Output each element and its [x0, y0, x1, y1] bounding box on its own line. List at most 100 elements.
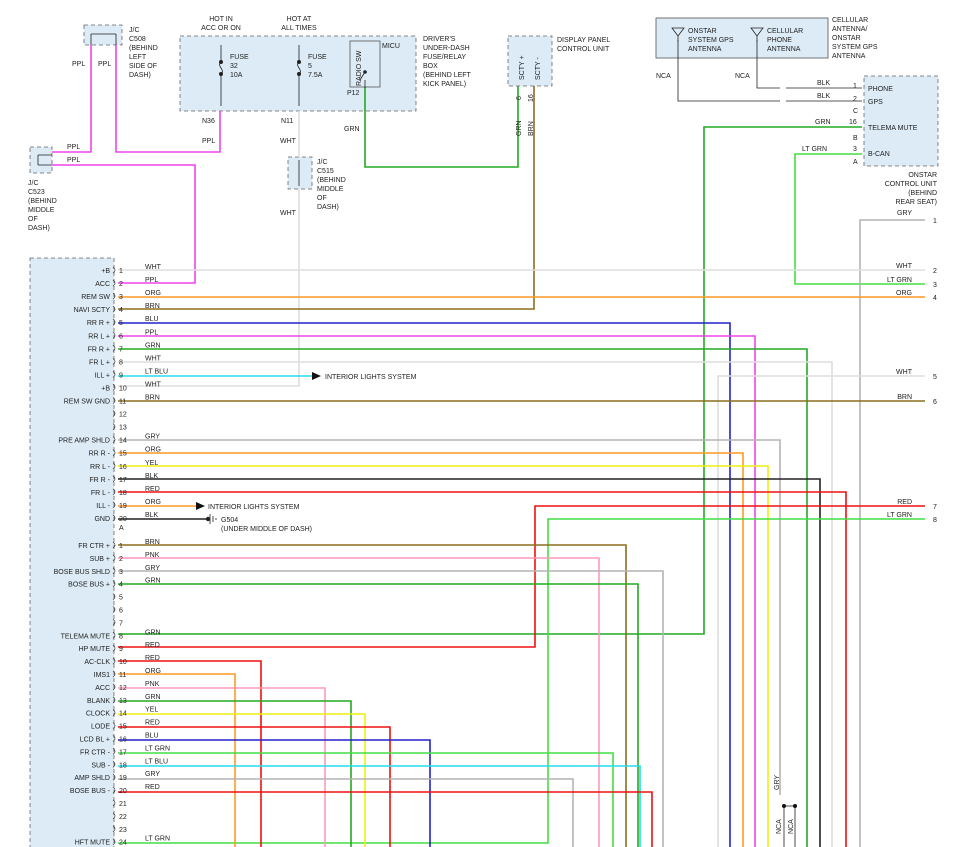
p12-label: P12 [347, 90, 360, 97]
radio-pin-name: BOSE BUS - [70, 788, 111, 795]
radio-pin-number: 20 [119, 516, 127, 523]
radio-pin-number: 5 [119, 595, 123, 602]
pin-socket-mark [112, 305, 116, 313]
radio-pin-number: 15 [119, 451, 127, 458]
micu-label: MICU [382, 43, 400, 50]
radio-pin-number: 17 [119, 749, 127, 756]
radio-pin-name: SUB + [90, 556, 110, 563]
radio-pin-name: REM SW [81, 294, 110, 301]
wire-blu-pin5 [118, 322, 731, 847]
radio-pin-name: HFT MUTE [75, 840, 111, 847]
radio-pin-number: 18 [119, 762, 127, 769]
pin-socket-mark [112, 541, 116, 549]
wire-ltgrn-b17 [118, 752, 614, 847]
pin-socket-mark [112, 345, 116, 352]
wire-grn-b4 [118, 583, 639, 847]
radio-pin-name: RR R - [89, 451, 111, 458]
radio-pin-name: TELEMA MUTE [61, 633, 111, 640]
radio-pin-number: 19 [119, 775, 127, 782]
radio-pin-number: 12 [119, 685, 127, 692]
splice-dot [782, 804, 786, 808]
pin-socket-mark [112, 449, 116, 456]
pin-socket-mark [112, 709, 116, 716]
onstar-pin-name-bcan: B-CAN [868, 151, 890, 158]
right-terminal-number: 5 [933, 374, 937, 381]
radio-pin-number: 8 [119, 633, 123, 640]
wire-grn-pin7 [118, 348, 808, 847]
arrow-icon-interior-lights-2 [196, 502, 205, 510]
splice-dot [793, 804, 797, 808]
nca-label-2: NCA [735, 73, 750, 80]
pin-socket-mark [112, 773, 116, 781]
radio-wire-color-label: LT BLU [145, 758, 168, 765]
right-terminal-number: 7 [933, 504, 937, 511]
onstar-pin-2: 2 [853, 96, 857, 103]
pin-socket-mark [112, 593, 116, 600]
radio-pin-number: 1 [119, 268, 123, 275]
wire-blk-pin17 [118, 478, 821, 847]
radio-wire-color-label: YEL [145, 460, 158, 467]
wire-red-pin18 [118, 491, 847, 847]
pin-socket-mark [112, 632, 116, 639]
radio-pin-number: 10 [119, 385, 127, 392]
radio-pin-number: 3 [119, 294, 123, 301]
wire-label-ppl-4: PPL [67, 157, 80, 164]
wire-gry-term1 [859, 219, 925, 847]
radio-wire-color-label: PNK [145, 552, 160, 559]
radio-pin-name: REM SW GND [64, 399, 110, 406]
radio-wire-color-label: RED [145, 642, 160, 649]
radio-pin-number: 4 [119, 582, 123, 589]
radio-pin-name: SUB - [91, 762, 110, 769]
radio-wire-color-label: RED [145, 486, 160, 493]
radio-pin-number: 6 [119, 608, 123, 615]
onstar-pin-c: C [853, 108, 858, 115]
pin-socket-mark [112, 670, 116, 678]
radio-pin-name: AC-CLK [84, 659, 110, 666]
g504-location-label: (UNDER MIDDLE OF DASH) [221, 526, 312, 533]
radio-wire-color-label: GRN [145, 342, 161, 349]
radio-pin-name: PRE AMP SHLD [58, 438, 110, 445]
pin-socket-mark [112, 799, 116, 807]
wire-label-blk-phone: BLK [817, 80, 831, 87]
radio-pin-number: 14 [119, 438, 127, 445]
right-terminal-wire-label: ORG [896, 290, 912, 297]
wire-red-b15 [118, 726, 391, 847]
display-pin-6: 6 [516, 96, 523, 100]
radio-pin-number: 11 [119, 672, 126, 679]
radio-pin-number: 16 [119, 464, 127, 471]
radio-wire-color-label: PPL [145, 329, 158, 336]
radio-wire-color-label: PPL [145, 277, 158, 284]
wire-blk-gps-ant [677, 40, 780, 102]
n36-label: N36 [202, 118, 215, 125]
onstar-pin-16: 16 [849, 119, 857, 126]
onstar-pin-name-telema: TELEMA MUTE [868, 125, 918, 132]
interior-lights-label-2: INTERIOR LIGHTS SYSTEM [208, 504, 300, 511]
radio-wire-color-label: LT BLU [145, 368, 168, 375]
fuse-symbols [37, 33, 367, 186]
pin-socket-mark [112, 748, 116, 755]
wire-label-blk-gps: BLK [817, 93, 831, 100]
wire-blk-cell-ant [756, 40, 780, 89]
bottom-nca-1: NCA [776, 819, 783, 834]
radio-pin-name: ACC [95, 281, 110, 288]
jc-c523-connector [29, 146, 53, 174]
bottom-nca-2: NCA [788, 819, 795, 834]
radio-wire-color-label: WHT [145, 381, 162, 388]
radio-pin-name: RR R + [87, 320, 110, 327]
wire-red-b10 [118, 660, 262, 847]
radio-wire-color-label: ORG [145, 668, 161, 675]
wire-pnk-b2 [118, 557, 600, 847]
wire-ppl-c523-acc [52, 164, 196, 284]
radio-pin-name: FR L + [89, 359, 110, 366]
wire-red-b20 [118, 791, 653, 847]
wire-org-b11 [118, 673, 236, 847]
wire-label-grn-telema: GRN [815, 119, 831, 126]
radio-sw-label: RADIO SW [356, 50, 363, 86]
radio-pin-name: FR R - [89, 477, 110, 484]
right-terminal-number: 8 [933, 517, 937, 524]
pin-socket-mark [112, 644, 116, 652]
